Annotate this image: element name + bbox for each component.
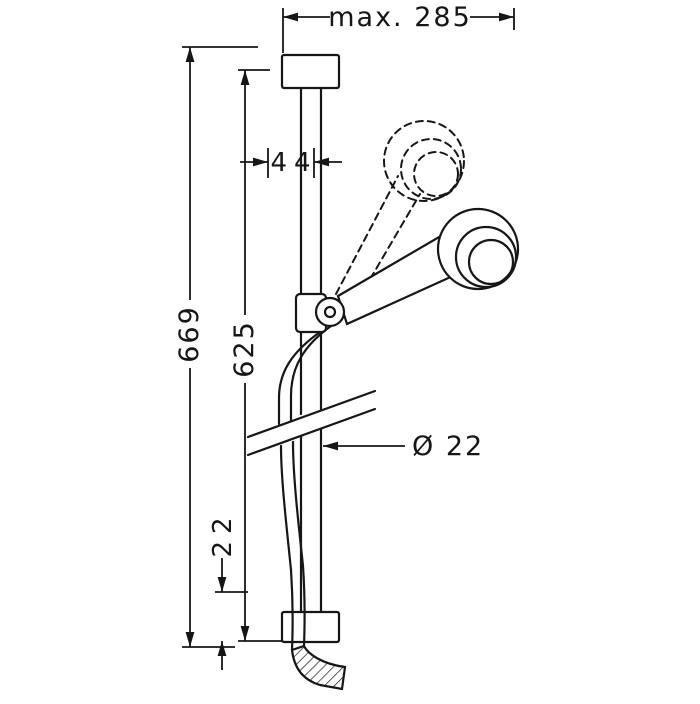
arrowhead-down xyxy=(185,632,195,647)
dimension-bottom-22: 22 xyxy=(208,510,248,670)
ghost-spray-face-outer xyxy=(400,138,462,200)
arrowhead-up xyxy=(240,70,250,85)
dimension-total-length: 669 xyxy=(174,46,258,648)
break-line-lower xyxy=(246,407,377,457)
arrowhead-left xyxy=(314,157,329,167)
top-end-cap xyxy=(280,53,341,90)
dimension-max-width: max. 285 xyxy=(282,2,515,53)
ghost-spray-face-inner xyxy=(413,151,459,197)
arrowhead-down xyxy=(217,577,227,592)
hose-outer-edge-lower xyxy=(279,444,294,652)
break-line-upper xyxy=(246,389,377,439)
arrowhead-right xyxy=(499,12,514,22)
bottom-end-cap xyxy=(280,610,341,644)
dimension-label-max-width: max. 285 xyxy=(328,2,472,33)
dimension-label-22: 22 xyxy=(208,510,238,557)
arrowhead-left xyxy=(283,12,298,22)
dimension-label-669: 669 xyxy=(174,305,205,363)
hand-shower xyxy=(294,207,520,334)
slider-pivot-knob xyxy=(314,296,346,328)
dimension-diameter: Ø 22 xyxy=(323,431,484,462)
arrowhead-right xyxy=(253,157,268,167)
ghost-shower-head-outline xyxy=(383,120,465,202)
arrowhead-up xyxy=(217,641,227,656)
break-lines xyxy=(246,389,377,457)
arrowhead-up xyxy=(185,47,195,62)
dimension-label-diameter: Ø 22 xyxy=(412,431,484,462)
spray-face-inner xyxy=(467,238,515,286)
ghost-handle-edge xyxy=(335,175,399,295)
dimension-offset-44: 44 xyxy=(240,148,342,178)
spray-face-outer xyxy=(454,225,518,289)
shower-hose xyxy=(277,324,347,691)
arrowhead-left xyxy=(323,441,338,451)
arrowhead-down xyxy=(240,626,250,641)
dimension-inner-length: 625 xyxy=(229,69,283,642)
hose-outer-edge-upper xyxy=(277,330,322,426)
wall-bar xyxy=(280,53,341,644)
hand-shower-ghost-position xyxy=(335,120,465,311)
dimension-label-44: 44 xyxy=(270,148,317,178)
hose-inner-edge-lower xyxy=(291,440,306,648)
dimension-label-625: 625 xyxy=(229,320,260,378)
slider-pivot-center xyxy=(323,305,337,319)
hose-end-hatched-section xyxy=(290,644,347,691)
ghost-handle-edge xyxy=(351,193,421,311)
